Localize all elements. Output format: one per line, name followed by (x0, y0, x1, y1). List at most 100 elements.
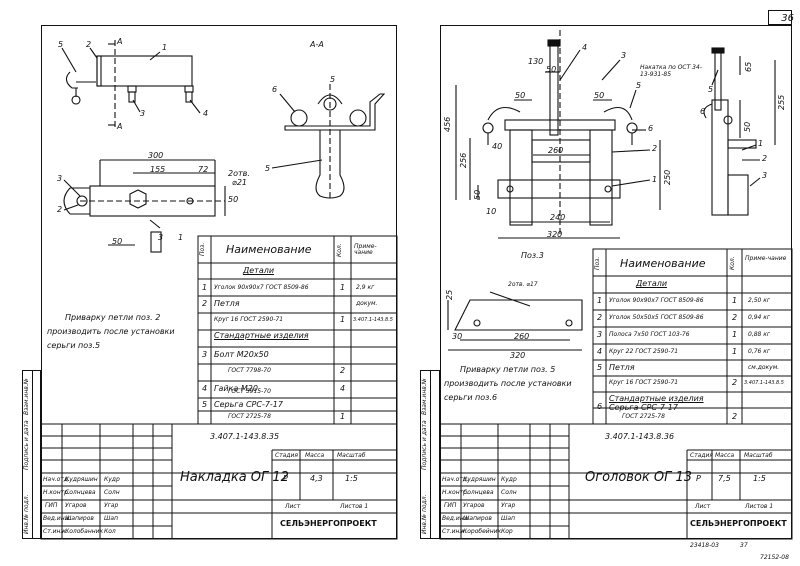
left-spec-name-8: Серьга СРС-7-17 (214, 400, 283, 409)
right-note-line-2: производить после установки (444, 379, 572, 388)
right-pos3-d25: 25 (445, 289, 454, 300)
right-pos-3-side: 3 (762, 171, 768, 180)
left-spec-name-2: Петля (214, 299, 240, 308)
right-pos3-d30: 30 (452, 332, 463, 341)
left-hole-diameter: ⌀21 (232, 178, 247, 187)
right-person-role-2: Н.контр. (442, 489, 469, 496)
right-person-name-5: Коробейник (463, 528, 502, 535)
right-spec-qty-4: 1 (732, 347, 738, 356)
left-spec-name-6: Гайка М20 (214, 384, 258, 393)
left-person-sign-3: Угар (104, 502, 119, 509)
right-dim-130: 130 (528, 57, 544, 66)
left-spec-note-2: докум. (356, 300, 378, 307)
right-sheets-label: Листов 1 (745, 503, 774, 510)
right-pos3-label: Поз.3 (521, 251, 544, 260)
right-pos-2: 2 (652, 144, 658, 153)
left-sheets-label: Листов 1 (340, 503, 369, 510)
left-pos-3-plan-b: 3 (158, 233, 164, 242)
right-pos-5-side: 5 (708, 85, 714, 94)
right-person-name-2: Солнцева (463, 489, 494, 496)
right-pos3-d320: 320 (510, 351, 526, 360)
right-spec-pos-5: 5 (597, 363, 603, 372)
right-doc-code: 3.407.1-143.8.36 (605, 432, 675, 441)
left-mass: 4,3 (310, 474, 323, 483)
right-spec-name-8: ГОСТ 2725-78 (622, 413, 665, 420)
left-spec-note-3: 3.407.1-143.8.5 (353, 317, 393, 323)
right-dim-10: 10 (486, 207, 497, 216)
left-dim-72: 72 (198, 165, 209, 174)
left-spec-qty-7: 4 (340, 384, 346, 393)
left-stage: Р (283, 474, 288, 483)
right-person-role-5: Ст.инж. (442, 528, 467, 535)
left-person-name-4: Шапиров (65, 515, 94, 522)
right-spec-qty-8: 2 (732, 412, 738, 421)
right-dim-240: 240 (550, 213, 566, 222)
right-stage: Р (696, 474, 701, 483)
right-pos-1-side: 1 (758, 139, 764, 148)
left-spec-section-std: Стандартные изделия (214, 331, 309, 340)
right-spec-pos-3: 3 (597, 330, 603, 339)
right-dim-50-d: 50 (473, 189, 482, 200)
right-note-line-1: Приварку петли поз. 5 (460, 365, 556, 374)
right-pos3-d260: 260 (514, 332, 530, 341)
left-person-name-3: Угаров (65, 502, 87, 509)
right-scale: 1:5 (753, 474, 766, 483)
left-dim-155: 155 (150, 165, 166, 174)
left-person-sign-4: Шап (104, 515, 119, 522)
left-scale: 1:5 (345, 474, 358, 483)
left-sheet-label: Лист (285, 503, 301, 510)
left-pos-3-plan: 3 (57, 174, 63, 183)
left-dim-50-a: 50 (228, 195, 239, 204)
left-section-label: А-А (310, 40, 324, 49)
left-spec-name-5: ГОСТ 7798-70 (228, 367, 271, 374)
left-pos-4-top: 4 (203, 109, 209, 118)
right-spec-note-4: 0,76 кг (748, 348, 771, 355)
right-note-line-3: серьги поз.6 (444, 393, 498, 402)
left-spec-qty-3: 1 (340, 315, 346, 324)
right-spec-name-5: Петля (609, 363, 635, 372)
right-spec-hdr-pos: Поз. (594, 256, 601, 270)
right-dim-50-c: 50 (546, 65, 557, 74)
right-dim-40: 40 (492, 142, 503, 151)
right-spec-qty-3: 1 (732, 330, 738, 339)
left-title: Накладка ОГ 12 (180, 470, 289, 485)
left-spec-pos-6: 4 (202, 384, 208, 393)
right-spec-pos-4: 4 (597, 347, 603, 356)
left-spec-pos-8: 5 (202, 400, 208, 409)
left-note-line-2: производить после установки (47, 327, 175, 336)
left-spec-qty-9: 1 (340, 412, 346, 421)
left-org: СЕЛЬЭНЕРГОПРОЕКТ (280, 519, 377, 528)
right-person-sign-5: Кор (501, 528, 513, 535)
left-person-sign-5: Кол (104, 528, 116, 535)
right-spec-pos-2: 2 (597, 313, 603, 322)
right-dim-260: 260 (548, 146, 564, 155)
left-doc-code: 3.407.1-143.8.35 (210, 432, 280, 441)
right-spec-name-4: Круг 22 ГОСТ 2590-71 (609, 348, 679, 355)
right-mass: 7,5 (718, 474, 731, 483)
right-spec-name-3: Полоса 7х50 ГОСТ 103-76 (609, 331, 690, 338)
right-pos-6: 6 (648, 124, 654, 133)
left-dim-50-b: 50 (112, 237, 123, 246)
left-pos-1-plan: 1 (178, 233, 184, 242)
left-person-role-5: Ст.инж. (43, 528, 68, 535)
right-spec-qty-2: 2 (732, 313, 738, 322)
left-person-role-4: Вед.инж. (43, 515, 72, 522)
left-stage-label: Стадия (275, 452, 299, 459)
left-person-sign-2: Солн (104, 489, 120, 496)
right-dim-256: 256 (459, 152, 468, 168)
right-person-sign-1: Кудр (501, 476, 517, 483)
right-dim-50-b: 50 (594, 91, 605, 100)
right-title: Оголовок ОГ 13 (585, 470, 693, 485)
right-spec-qty-1: 1 (732, 296, 738, 305)
page-number: 36 (781, 13, 794, 24)
right-person-sign-4: Шап (501, 515, 516, 522)
left-dim-300: 300 (148, 151, 164, 160)
right-pos-5: 5 (636, 81, 642, 90)
right-side-label-3: Взам.инв.№ (421, 378, 428, 415)
right-person-sign-2: Солн (501, 489, 517, 496)
left-spec-name-4: Болт М20х50 (214, 350, 269, 359)
left-spec-name-9: ГОСТ 2725-78 (228, 413, 271, 420)
right-pos3-holes: 2отв. ⌀17 (508, 281, 538, 288)
right-side-label-2: Подпись и дата (421, 420, 428, 470)
